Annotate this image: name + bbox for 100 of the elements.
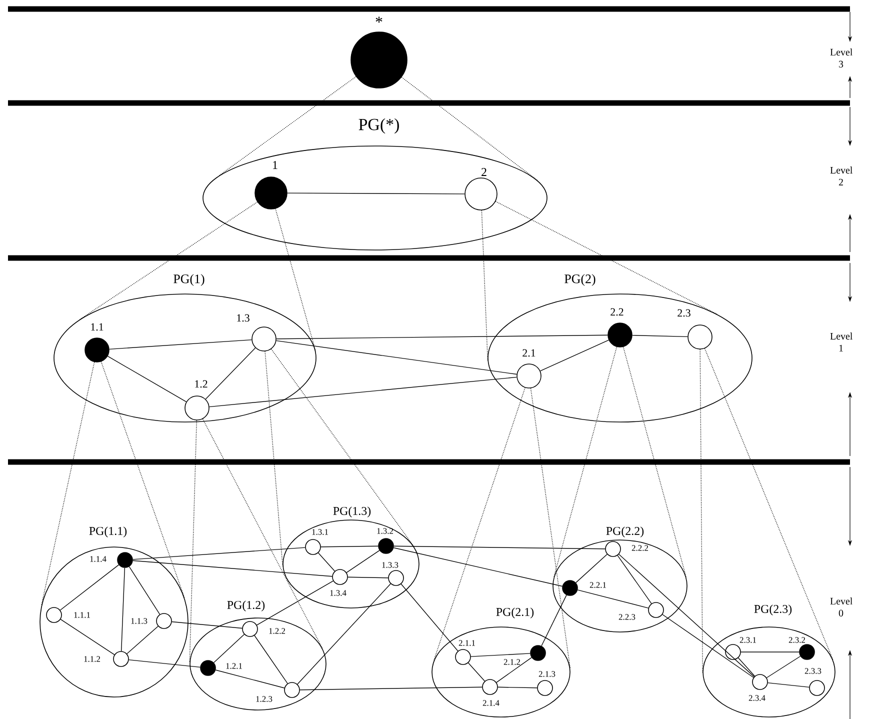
level-label: Level 3 <box>830 48 852 68</box>
vertex-label: 2.3 <box>678 309 690 317</box>
projection-line <box>270 348 414 546</box>
projection-line <box>554 346 618 578</box>
graph-edge <box>346 550 380 573</box>
projection-line <box>700 349 703 674</box>
cluster-label: PG(2.3) <box>754 604 792 616</box>
graph-edge <box>209 376 518 408</box>
projection-line <box>401 76 538 182</box>
vertex-label: 2.2 <box>610 308 624 316</box>
graph-edge <box>128 566 160 615</box>
projection-line <box>100 361 185 598</box>
vertex-label: * <box>376 16 382 23</box>
projection-line <box>189 420 197 664</box>
projection-line <box>433 387 526 662</box>
vertex-label: 2.2.2 <box>632 545 648 551</box>
vertex-label: 1.1.1 <box>74 612 90 618</box>
cluster-label: PG(1.2) <box>227 600 265 612</box>
cluster-label: PG(1) <box>174 274 204 286</box>
cluster-label: PG(2.2) <box>606 526 644 538</box>
graph-edge <box>215 670 285 688</box>
graph-edge <box>738 658 756 676</box>
vertex-label: 1.2.1 <box>226 663 242 669</box>
cluster-label: PG(2.1) <box>496 608 534 618</box>
projection-line <box>264 351 284 567</box>
graph-edge <box>348 576 388 578</box>
graph-edge <box>394 546 606 550</box>
graph-edge <box>393 547 563 587</box>
graph-edge <box>126 626 158 654</box>
level-label: Level 0 <box>830 598 852 616</box>
projection-line <box>622 346 687 578</box>
graph-edge <box>276 340 518 375</box>
vertex-label: 1.3.3 <box>382 562 398 568</box>
vertex-label: 2.3.3 <box>804 668 822 674</box>
vertex-label: 2.3.4 <box>748 695 766 701</box>
projection-line <box>481 210 488 361</box>
graph-edge <box>132 560 332 577</box>
graph-edge <box>128 659 200 668</box>
vertex-label: 2.3.1 <box>740 637 756 643</box>
cluster-label: PG(1.1) <box>89 526 127 538</box>
graph-edge <box>541 594 567 646</box>
vertex-label: 1.2.2 <box>269 628 285 634</box>
vertex-label: 1.2 <box>195 380 208 388</box>
graph-edge <box>498 686 538 688</box>
graph-edge <box>132 547 306 560</box>
vertex-label: 1.1.3 <box>131 618 148 624</box>
graph-edge <box>300 686 482 690</box>
vertex-label: 2 <box>482 168 486 176</box>
projection-line <box>79 202 258 320</box>
graph-edge <box>287 192 465 194</box>
graph-edge <box>496 657 532 683</box>
graph-edge <box>540 340 610 372</box>
graph-edge <box>60 564 120 610</box>
vertex-label: 1.1.4 <box>90 556 106 562</box>
graph-edge <box>468 662 486 682</box>
vertex-label: 2.2.3 <box>618 614 636 620</box>
vertex-label: 2.2.1 <box>590 582 606 588</box>
graph-edge <box>256 580 334 626</box>
graph-edge <box>618 554 754 678</box>
level-label: Level 2 <box>830 166 852 186</box>
projection-line <box>41 362 95 606</box>
vertex-label: 1.1.2 <box>84 656 100 662</box>
vertex-label: 2.1 <box>522 349 536 357</box>
graph-edge <box>109 339 252 350</box>
projection-line <box>704 348 834 661</box>
graph-edge <box>320 546 378 548</box>
vertex-label: 2.1.4 <box>482 700 500 706</box>
graph-edge <box>768 682 810 688</box>
cluster-label: PG(2) <box>564 274 596 286</box>
graph-edge <box>107 356 187 402</box>
graph-edge <box>632 334 688 338</box>
graph-edge <box>617 555 652 604</box>
graph-edge <box>400 584 458 652</box>
graph-edge <box>120 568 126 652</box>
graph-edge <box>470 653 530 657</box>
graph-edge <box>205 348 256 400</box>
graph-edge <box>213 634 245 663</box>
graph-edge <box>60 618 115 655</box>
vertex-label: 2.1.1 <box>458 640 475 646</box>
projection-line <box>275 208 316 352</box>
cluster-label: PG(*) <box>358 118 399 134</box>
cluster-label: PG(1.3) <box>333 506 371 518</box>
vertex-label: 1.3.2 <box>377 528 393 534</box>
vertex-label: 1.3.1 <box>312 529 328 535</box>
projection-line <box>218 76 356 176</box>
projection-line <box>530 388 571 669</box>
projection-line <box>495 201 718 315</box>
vertex-label: 1.1 <box>91 323 104 331</box>
vertex-label: 2.1.2 <box>504 659 520 665</box>
vertex-label: 1.3.4 <box>330 590 346 596</box>
graph-edge <box>318 552 336 572</box>
vertex-label: 1.2.3 <box>256 696 272 702</box>
graph-edge <box>662 614 754 678</box>
level-label: Level 1 <box>830 332 852 352</box>
graph-edge <box>254 635 288 684</box>
graph-edge <box>576 554 608 584</box>
vertex-label: 2.1.3 <box>538 671 556 677</box>
vertex-label: 2.3.2 <box>788 637 805 643</box>
graph-edge <box>577 590 649 608</box>
projection-line <box>202 418 324 650</box>
